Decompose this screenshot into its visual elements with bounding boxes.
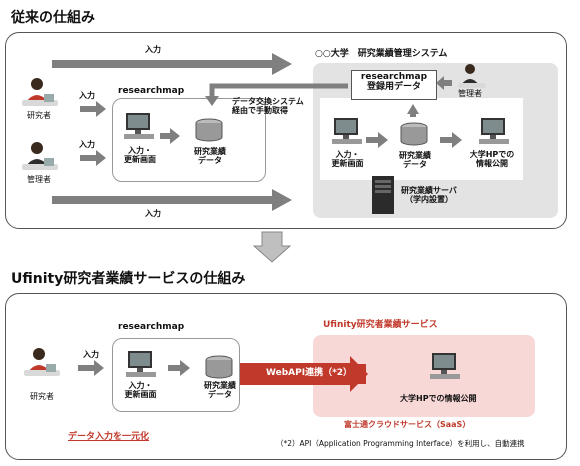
input-label-bottom: 入力 bbox=[83, 350, 99, 359]
db-label-top: 研究業績データ bbox=[194, 147, 226, 166]
sys-publish-label: 大学HPでの情報公開 bbox=[469, 150, 515, 169]
down-arrow-icon bbox=[252, 231, 292, 263]
monitor-icon bbox=[430, 353, 460, 379]
person-icon bbox=[458, 64, 486, 88]
server-label: 研究業績サーバ（学内設置） bbox=[401, 186, 457, 205]
admin-label-top: 管理者 bbox=[27, 175, 51, 184]
database-icon bbox=[400, 122, 428, 146]
bottom-section-title: Ufinity研究者業績サービスの仕組み bbox=[11, 271, 246, 287]
saas-label: 富士通クラウドサービス（SaaS） bbox=[344, 420, 471, 429]
webapi-label: WebAPI連携（*2） bbox=[266, 368, 353, 378]
database-icon bbox=[195, 118, 223, 142]
system-title: ○○大学 研究業績管理システム bbox=[315, 49, 448, 59]
registration-data-box bbox=[351, 70, 437, 100]
footnote: （*2）API（Application Programming Interfac… bbox=[276, 439, 525, 448]
person-icon bbox=[22, 78, 58, 106]
db-label-bottom: 研究業績データ bbox=[204, 381, 236, 400]
arrow-bottom-label: 入力 bbox=[145, 209, 161, 218]
top-section-title: 従来の仕組み bbox=[11, 10, 95, 26]
server-icon bbox=[372, 176, 394, 214]
database-icon bbox=[205, 355, 233, 379]
researchmap-title-top: researchmap bbox=[118, 86, 185, 96]
monitor-icon bbox=[479, 118, 509, 144]
screen-label-bottom: 入力・更新画面 bbox=[124, 381, 157, 400]
ufinity-service-title: Ufinity研究者業績サービス bbox=[323, 320, 438, 330]
person-icon bbox=[24, 348, 60, 376]
person-icon bbox=[22, 142, 58, 170]
screen-label-top: 入力・更新画面 bbox=[124, 146, 156, 165]
sys-db-label: 研究業績データ bbox=[399, 151, 431, 170]
input-label-1: 入力 bbox=[79, 91, 95, 100]
unify-label: データ入力を一元化 bbox=[68, 432, 150, 442]
publish-label-bottom: 大学HPでの情報公開 bbox=[400, 394, 477, 403]
researcher-label-bottom: 研究者 bbox=[30, 392, 54, 401]
monitor-icon bbox=[332, 118, 362, 144]
researcher-label-top: 研究者 bbox=[27, 111, 51, 120]
researchmap-title-bottom: researchmap bbox=[118, 322, 185, 332]
monitor-icon bbox=[124, 113, 154, 139]
researchmap-box-top bbox=[112, 98, 266, 182]
sys-screen-label: 入力・更新画面 bbox=[331, 150, 364, 169]
input-label-2: 入力 bbox=[79, 140, 95, 149]
sys-admin-label: 管理者 bbox=[458, 89, 482, 98]
exchange-label: データ交換システム経由で手動取得 bbox=[232, 97, 304, 116]
arrow-top-label: 入力 bbox=[145, 45, 161, 54]
monitor-icon bbox=[126, 351, 156, 377]
webapi-label-box bbox=[261, 364, 366, 384]
